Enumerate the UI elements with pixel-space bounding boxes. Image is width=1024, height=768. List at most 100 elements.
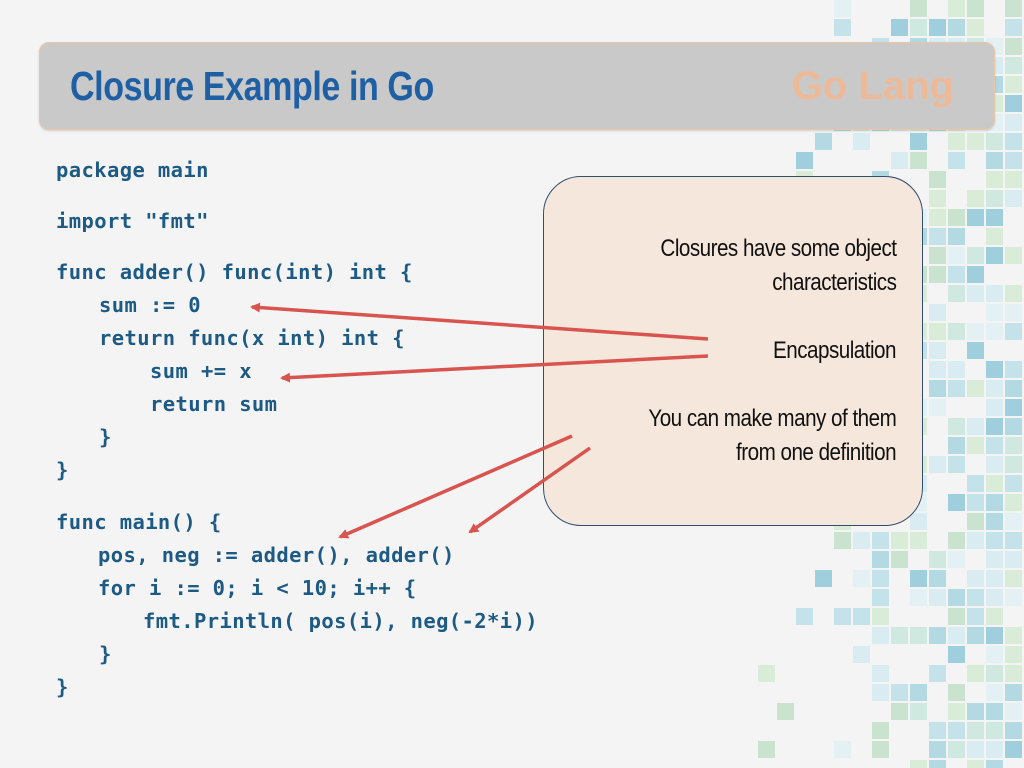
mosaic-tile [929, 323, 946, 340]
mosaic-tile [834, 532, 851, 549]
mosaic-tile [872, 608, 889, 625]
mosaic-tile [986, 722, 1003, 739]
mosaic-tile [929, 589, 946, 606]
mosaic-tile [986, 190, 1003, 207]
mosaic-tile [967, 760, 984, 768]
mosaic-tile [910, 760, 927, 768]
mosaic-tile [986, 228, 1003, 245]
mosaic-tile [948, 703, 965, 720]
mosaic-tile [872, 627, 889, 644]
mosaic-tile [872, 722, 889, 739]
mosaic-tile [948, 266, 965, 283]
mosaic-tile [986, 247, 1003, 264]
mosaic-tile [1005, 703, 1022, 720]
mosaic-tile [1005, 513, 1022, 530]
mosaic-tile [929, 741, 946, 758]
mosaic-tile [796, 608, 813, 625]
mosaic-tile [1005, 570, 1022, 587]
mosaic-tile [1005, 475, 1022, 492]
mosaic-tile [967, 0, 984, 17]
mosaic-tile [1005, 532, 1022, 549]
mosaic-tile [948, 646, 965, 663]
code-line: pos, neg := adder(), adder() [98, 543, 455, 567]
mosaic-tile [929, 361, 946, 378]
mosaic-tile [948, 532, 965, 549]
mosaic-tile [967, 285, 984, 302]
mosaic-tile [853, 570, 870, 587]
mosaic-tile [1005, 95, 1022, 112]
mosaic-tile [1005, 361, 1022, 378]
mosaic-tile [948, 722, 965, 739]
mosaic-tile [948, 380, 965, 397]
mosaic-tile [929, 342, 946, 359]
mosaic-tile [986, 703, 1003, 720]
mosaic-tile [1005, 19, 1022, 36]
mosaic-tile [986, 570, 1003, 587]
mosaic-tile [948, 684, 965, 701]
mosaic-tile [891, 152, 908, 169]
mosaic-tile [1005, 399, 1022, 416]
mosaic-tile [910, 627, 927, 644]
code-line: } [99, 642, 112, 666]
mosaic-tile [910, 152, 927, 169]
mosaic-tile [929, 266, 946, 283]
code-line: import "fmt" [56, 209, 209, 233]
mosaic-tile [986, 684, 1003, 701]
mosaic-tile [986, 133, 1003, 150]
mosaic-tile [758, 741, 775, 758]
mosaic-tile [967, 627, 984, 644]
mosaic-tile [872, 551, 889, 568]
mosaic-tile [1005, 171, 1022, 188]
mosaic-tile [1005, 380, 1022, 397]
mosaic-tile [910, 589, 927, 606]
mosaic-tile [967, 722, 984, 739]
mosaic-tile [929, 19, 946, 36]
mosaic-tile [986, 475, 1003, 492]
mosaic-tile [929, 570, 946, 587]
code-line: } [99, 425, 112, 449]
mosaic-tile [1005, 437, 1022, 454]
mosaic-tile [986, 665, 1003, 682]
mosaic-tile [777, 703, 794, 720]
mosaic-tile [1005, 627, 1022, 644]
mosaic-tile [967, 608, 984, 625]
mosaic-tile [967, 437, 984, 454]
mosaic-tile [948, 627, 965, 644]
mosaic-tile [872, 684, 889, 701]
mosaic-tile [986, 171, 1003, 188]
mosaic-tile [853, 608, 870, 625]
mosaic-tile [758, 665, 775, 682]
mosaic-tile [1005, 323, 1022, 340]
mosaic-tile [986, 399, 1003, 416]
mosaic-tile [1005, 38, 1022, 55]
mosaic-tile [1005, 551, 1022, 568]
mosaic-tile [872, 570, 889, 587]
mosaic-tile [948, 456, 965, 473]
mosaic-tile [910, 19, 927, 36]
mosaic-tile [910, 133, 927, 150]
mosaic-tile [891, 551, 908, 568]
mosaic-tile [910, 703, 927, 720]
mosaic-tile [967, 380, 984, 397]
mosaic-tile [948, 741, 965, 758]
mosaic-tile [986, 152, 1003, 169]
mosaic-tile [967, 342, 984, 359]
mosaic-tile [967, 418, 984, 435]
mosaic-tile [929, 665, 946, 682]
mosaic-tile [891, 703, 908, 720]
mosaic-tile [986, 608, 1003, 625]
mosaic-tile [1005, 665, 1022, 682]
mosaic-tile [1005, 0, 1022, 17]
mosaic-tile [948, 152, 965, 169]
mosaic-tile [986, 456, 1003, 473]
mosaic-tile [967, 266, 984, 283]
mosaic-tile [872, 532, 889, 549]
mosaic-tile [834, 608, 851, 625]
mosaic-tile [1005, 304, 1022, 321]
mosaic-tile [948, 247, 965, 264]
mosaic-tile [1005, 190, 1022, 207]
mosaic-tile [986, 551, 1003, 568]
mosaic-tile [929, 760, 946, 768]
mosaic-tile [1005, 684, 1022, 701]
mosaic-tile [929, 209, 946, 226]
